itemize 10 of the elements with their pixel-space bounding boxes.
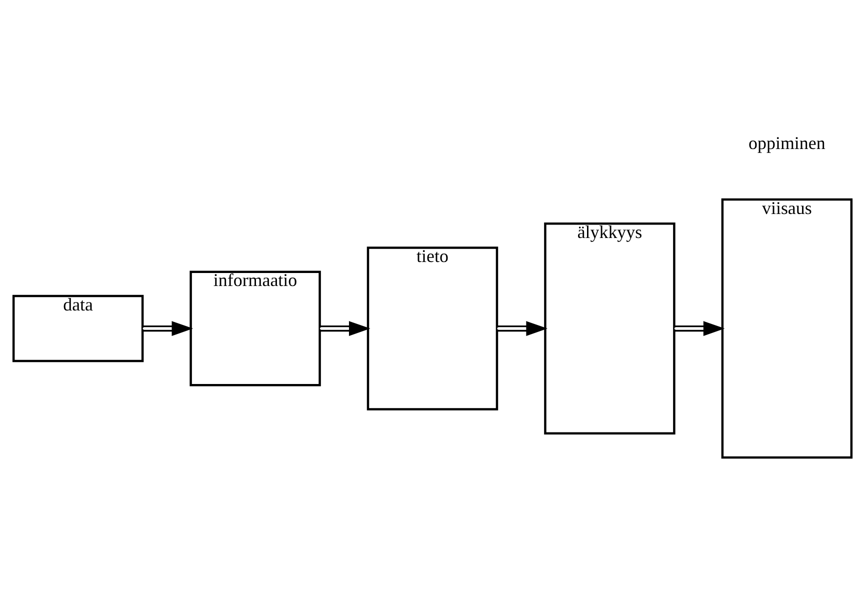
arrow [142,320,194,336]
arrow [497,320,548,336]
node-box: viisaus [721,198,853,458]
node-box: älykkyys [544,222,676,434]
arrow [674,320,725,336]
node-box: data [12,294,144,362]
node-box: tieto [366,246,498,410]
node-box: informaatio [190,270,321,386]
label: oppiminen [748,132,826,152]
arrow [320,320,370,336]
